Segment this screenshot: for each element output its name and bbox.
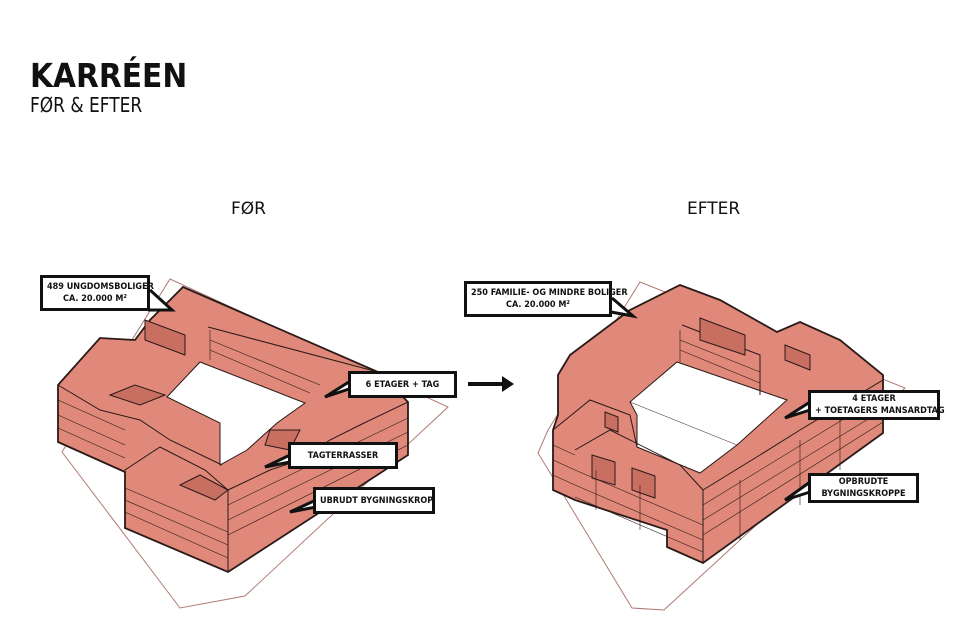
label-line: CA. 20.000 M² xyxy=(506,300,570,310)
label-before-floors: 6 ETAGER + TAG xyxy=(348,371,457,398)
label-before-units: 489 UNGDOMSBOLIGER CA. 20.000 M² xyxy=(40,275,154,311)
page-title: KARRÉEN xyxy=(30,56,188,95)
label-line: + TOETAGERS MANSARDTAG xyxy=(815,406,945,416)
label-before-body: UBRUDT BYGNINGSKROP xyxy=(313,487,435,514)
label-line: TAGTERRASSER xyxy=(307,450,379,461)
page-subtitle: FØR & EFTER xyxy=(30,93,143,117)
building-before xyxy=(57,285,409,574)
label-line: 6 ETAGER + TAG xyxy=(365,379,440,390)
label-after-floors: 4 ETAGER + TOETAGERS MANSARDTAG xyxy=(808,390,945,420)
label-after-units: 250 FAMILIE- OG MINDRE BOLIGER CA. 20.00… xyxy=(464,281,628,317)
label-line: BYGNINGSKROPPE xyxy=(821,489,906,499)
label-line: 250 FAMILIE- OG MINDRE BOLIGER xyxy=(471,288,628,298)
after-heading: EFTER xyxy=(687,199,741,219)
site-outline-after xyxy=(537,281,906,611)
label-line: CA. 20.000 M² xyxy=(63,294,127,304)
label-line: 489 UNGDOMSBOLIGER xyxy=(47,282,154,292)
building-after xyxy=(552,284,884,565)
label-line: OPBRUDTE xyxy=(838,477,889,487)
arrow-icon xyxy=(468,376,514,392)
before-heading: FØR xyxy=(231,199,266,219)
label-line: UBRUDT BYGNINGSKROP xyxy=(320,495,434,506)
label-after-bodies: OPBRUDTE BYGNINGSKROPPE xyxy=(808,473,919,503)
label-line: 4 ETAGER xyxy=(852,394,896,404)
label-before-terraces: TAGTERRASSER xyxy=(288,442,398,469)
